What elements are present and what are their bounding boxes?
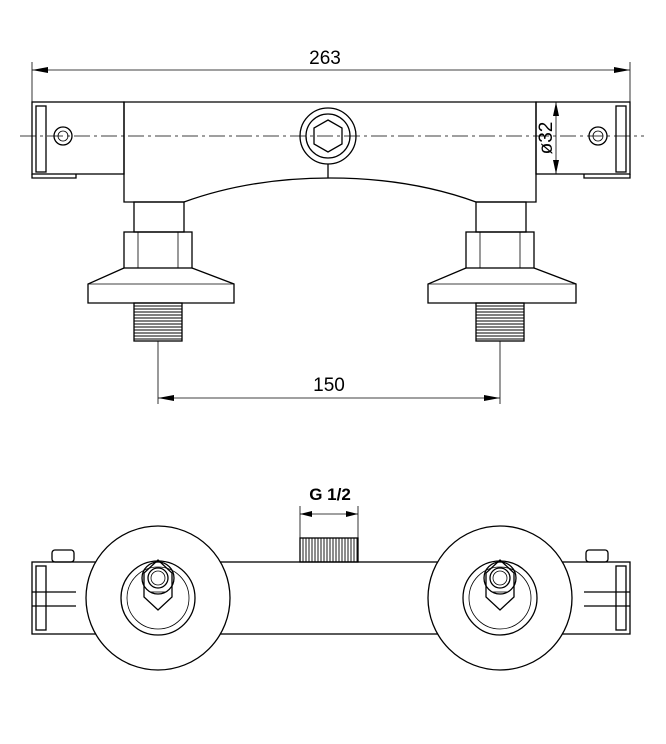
- dimension-outlet-thread: G 1/2: [299, 485, 359, 540]
- dimension-overall-width: 263: [31, 48, 631, 102]
- body-diameter-label: ø32: [536, 122, 557, 155]
- outlet-nut: [299, 107, 357, 178]
- overall-width-label: 263: [309, 48, 341, 69]
- top-view: G 1/2: [31, 485, 631, 671]
- right-wall-flange: [427, 525, 573, 671]
- top-valve-body: [31, 561, 631, 635]
- outlet-thread: [299, 537, 359, 563]
- dimension-body-diameter: ø32: [536, 102, 559, 174]
- dimension-inlet-spacing: 150: [157, 341, 501, 404]
- left-end-cap: [31, 101, 125, 179]
- right-tab: [585, 549, 609, 563]
- inlet-spacing-label: 150: [313, 375, 345, 396]
- left-tab: [51, 549, 75, 563]
- front-view: 263: [20, 48, 644, 404]
- left-wall-flange: [85, 525, 231, 671]
- outlet-thread-label: G 1/2: [309, 485, 351, 504]
- valve-body: [123, 101, 537, 203]
- right-inlet-connector: [427, 201, 577, 342]
- left-inlet-connector: [87, 201, 235, 342]
